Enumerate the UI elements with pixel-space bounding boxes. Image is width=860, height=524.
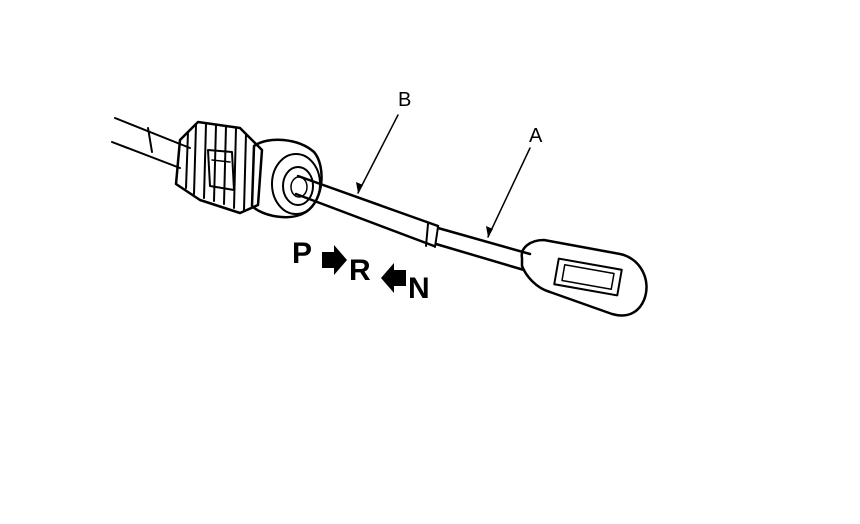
inner-rod bbox=[294, 174, 532, 272]
outer-cable bbox=[111, 117, 191, 169]
callout-a: A bbox=[486, 125, 543, 238]
callout-b: B bbox=[356, 89, 411, 194]
gear-n-label: N bbox=[408, 272, 430, 305]
callout-b-label: B bbox=[398, 89, 411, 111]
gear-sequence: P R N bbox=[292, 237, 430, 305]
gear-p-label: P bbox=[292, 237, 312, 270]
callout-a-label: A bbox=[529, 125, 543, 147]
cable-end-eye bbox=[520, 238, 648, 317]
gear-r-label: R bbox=[349, 254, 371, 287]
cable-housing bbox=[174, 120, 323, 219]
left-arrow-icon bbox=[381, 263, 406, 293]
right-arrow-icon bbox=[322, 245, 347, 275]
